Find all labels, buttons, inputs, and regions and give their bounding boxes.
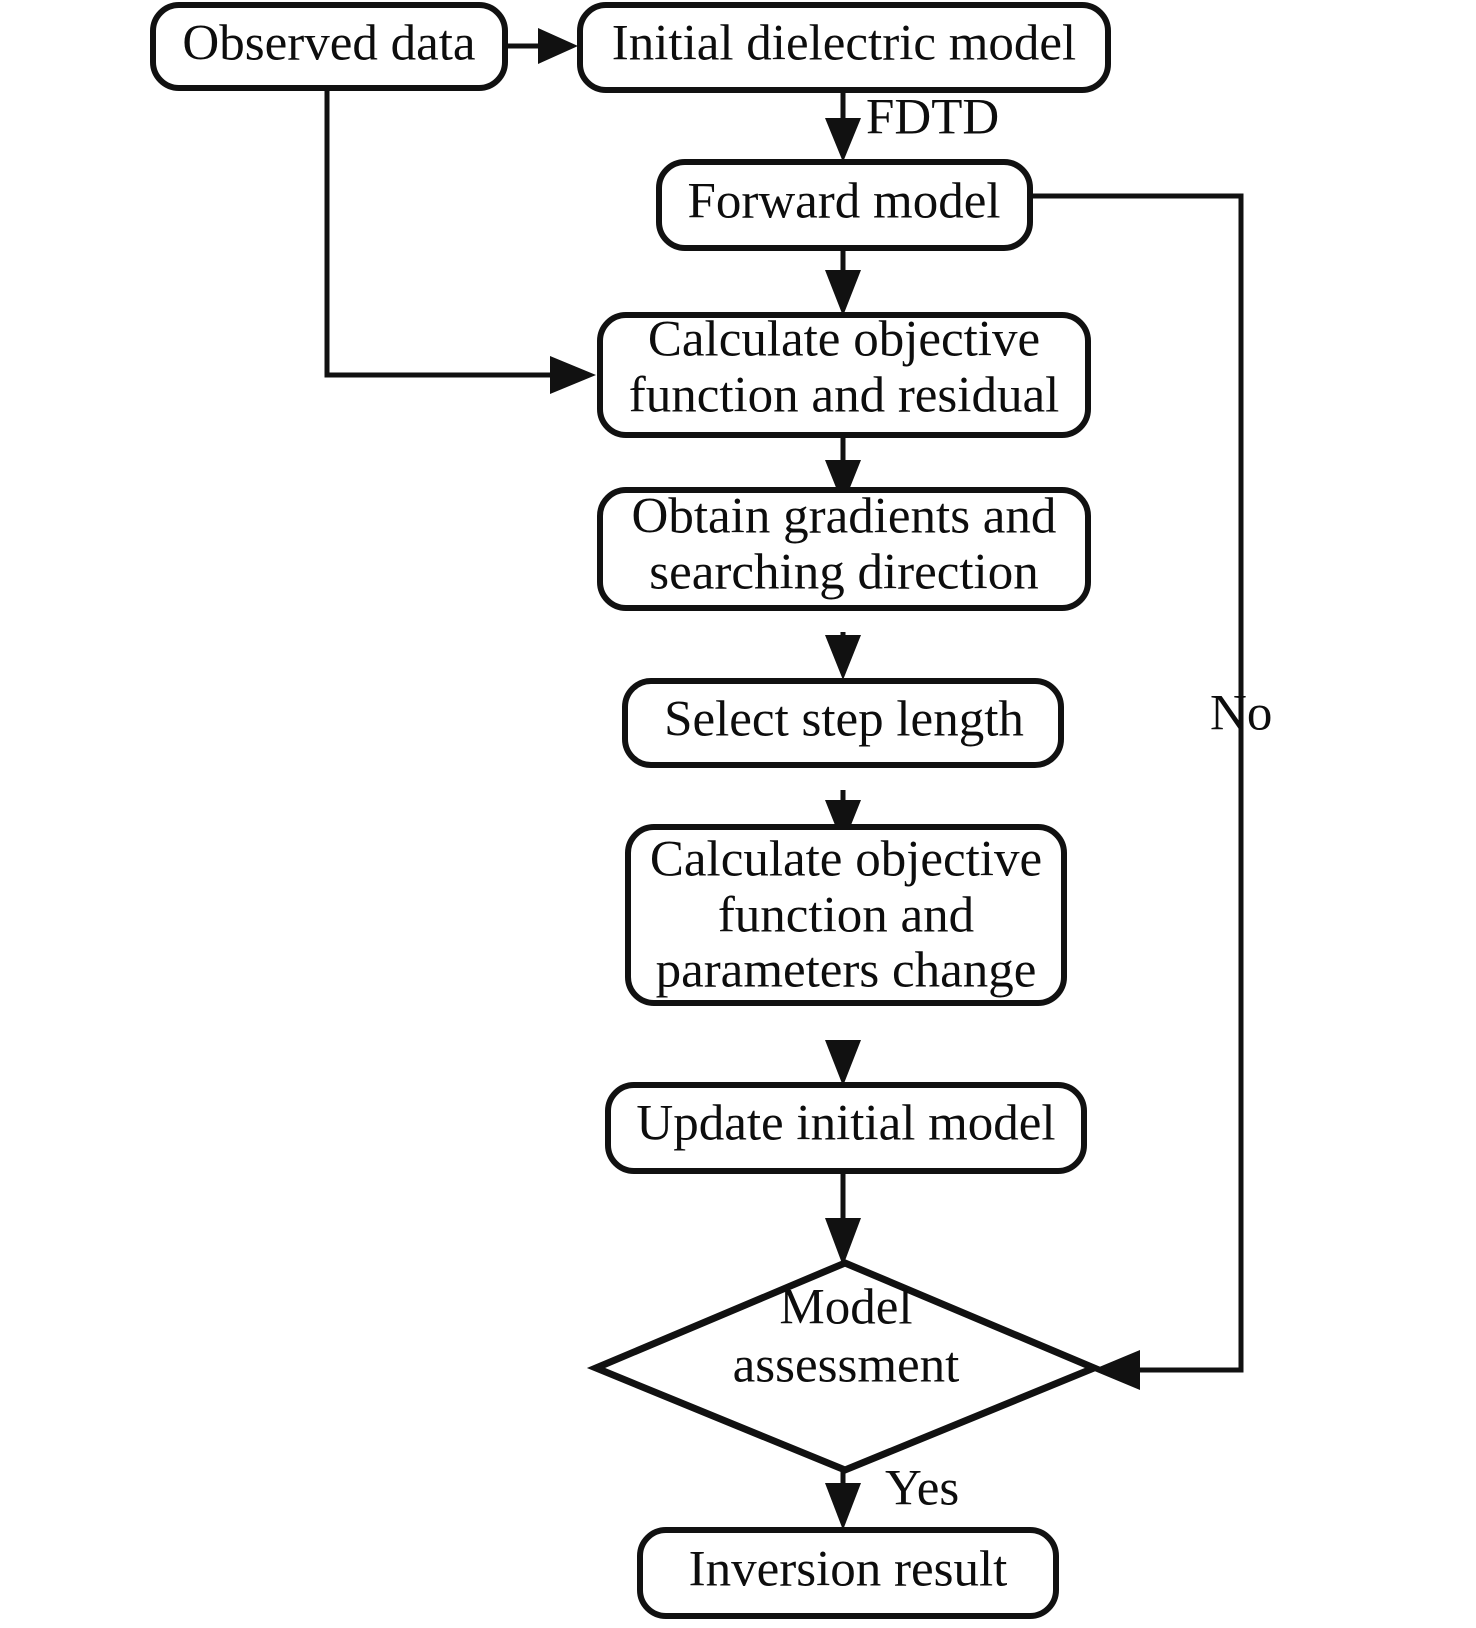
node-inversion-result-line-0: Inversion result	[689, 1542, 1008, 1598]
arrow-head-icon	[825, 118, 861, 162]
node-select-step-length[interactable]: Select step length	[622, 678, 1064, 768]
node-model-assessment-line-1: assessment	[733, 1338, 960, 1394]
arrow-head-icon	[550, 356, 596, 394]
node-initial-dielectric-model-line-0: Initial dielectric model	[612, 16, 1076, 72]
node-forward-model[interactable]: Forward model	[656, 159, 1033, 251]
node-calculate-objective-function-and-parameters-change[interactable]: Calculate objective function and paramet…	[625, 824, 1067, 1006]
node-calc-params-line-0: Calculate objective	[650, 832, 1042, 888]
node-calc-residual-line-0: Calculate objective	[648, 312, 1040, 368]
node-calculate-objective-function-and-residual[interactable]: Calculate objective function and residua…	[597, 312, 1091, 438]
node-observed-data-line-0: Observed data	[182, 16, 475, 72]
node-calc-params-line-1: function and	[718, 888, 974, 944]
edge-initial-to-forward	[825, 90, 861, 162]
arrow-head-icon	[825, 800, 861, 845]
node-update-initial-model[interactable]: Update initial model	[605, 1082, 1087, 1174]
edge-step-length-to-calc-params	[825, 790, 861, 845]
arrow-head-icon	[825, 1483, 861, 1530]
edge-forward-to-calc-residual	[825, 250, 861, 316]
node-inversion-result[interactable]: Inversion result	[637, 1527, 1059, 1619]
arrow-head-icon	[825, 460, 861, 505]
edge-update-model-to-assessment	[825, 1158, 861, 1266]
edge-calc-residual-to-gradients	[825, 435, 861, 505]
edge-label-yes: Yes	[885, 1461, 959, 1517]
node-initial-dielectric-model[interactable]: Initial dielectric model	[577, 2, 1111, 93]
edge-calc-params-to-update-model	[825, 1040, 861, 1086]
edge-forward-to-assessment-no	[1032, 193, 1244, 1390]
edge-gradients-to-step-length	[825, 632, 861, 680]
node-forward-model-line-0: Forward model	[687, 174, 1000, 230]
arrow-head-icon	[825, 1218, 861, 1266]
edge-label-no: No	[1210, 686, 1272, 742]
arrow-head-icon	[825, 635, 861, 680]
edge-assessment-to-inversion-result	[825, 1465, 861, 1530]
node-select-step-length-line-0: Select step length	[664, 692, 1024, 748]
arrow-head-icon	[825, 1040, 861, 1086]
arrow-head-icon	[825, 270, 861, 316]
edge-observed-to-initial	[508, 28, 578, 64]
node-calc-params-line-2: parameters change	[656, 943, 1037, 999]
edge-label-fdtd: FDTD	[866, 90, 999, 146]
arrow-head-icon	[538, 28, 578, 64]
node-obtain-gradients-and-searching-direction[interactable]: Obtain gradients and searching direction	[597, 487, 1091, 611]
node-calc-residual-line-1: function and residual	[629, 368, 1060, 424]
node-gradients-line-1: searching direction	[649, 545, 1038, 601]
edge-observed-to-calc-residual	[324, 88, 596, 394]
node-gradients-line-0: Obtain gradients and	[632, 489, 1057, 545]
node-update-initial-model-line-0: Update initial model	[636, 1096, 1055, 1152]
node-observed-data[interactable]: Observed data	[150, 2, 508, 91]
arrow-head-icon	[1092, 1350, 1140, 1390]
node-model-assessment[interactable]: Model assessment	[586, 1259, 1104, 1474]
node-model-assessment-line-0: Model	[779, 1280, 912, 1336]
